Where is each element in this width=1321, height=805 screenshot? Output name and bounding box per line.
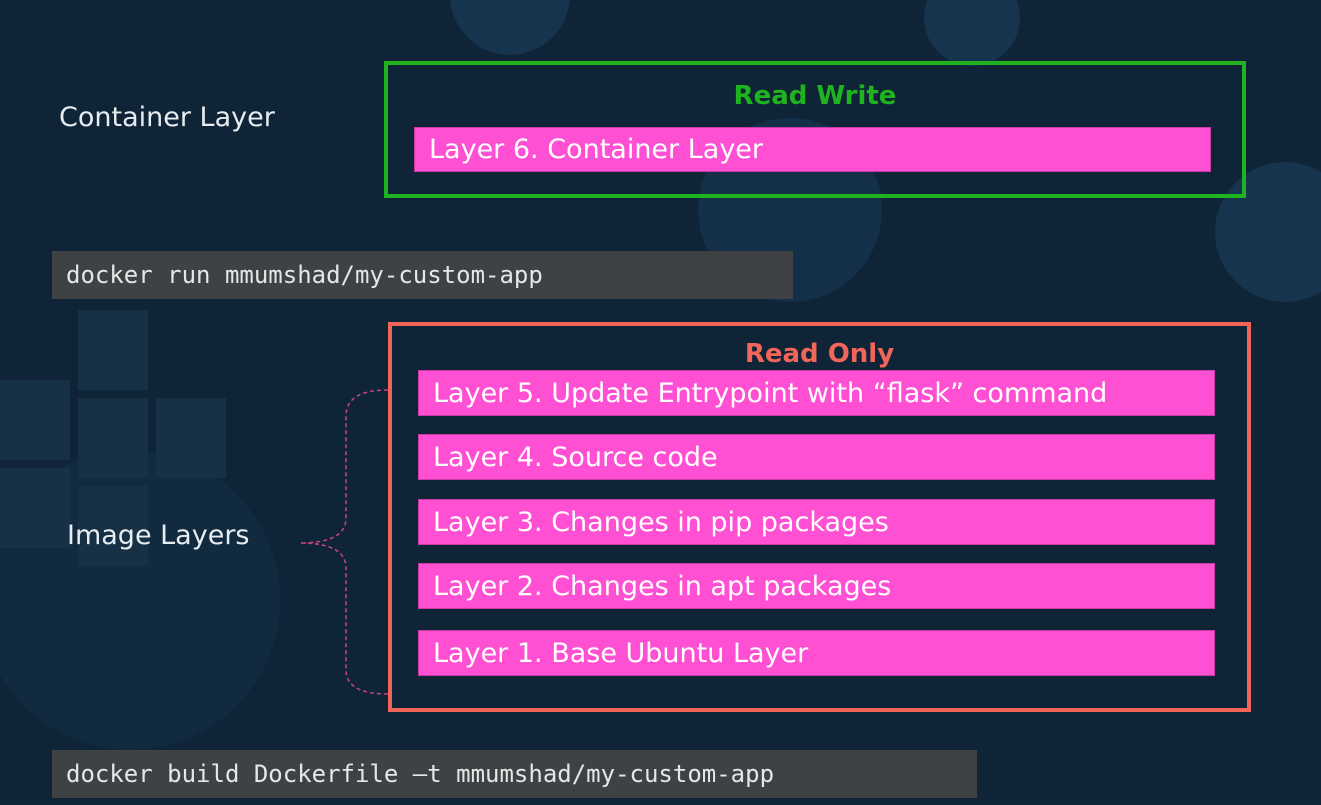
read-write-frame: Read Write Layer 6. Container Layer <box>384 61 1246 198</box>
image-layers-label: Image Layers <box>67 520 250 551</box>
layer-1-bar: Layer 1. Base Ubuntu Layer <box>418 630 1215 676</box>
docker-run-command: docker run mmumshad/my-custom-app <box>52 251 793 299</box>
image-layers-brace <box>299 389 389 695</box>
container-layer-label: Container Layer <box>59 102 275 133</box>
read-only-frame: Read Only Layer 5. Update Entrypoint wit… <box>388 322 1251 712</box>
layer-4-bar: Layer 4. Source code <box>418 434 1215 480</box>
layer-6-bar: Layer 6. Container Layer <box>414 127 1211 172</box>
read-write-title: Read Write <box>733 81 897 111</box>
layer-2-bar: Layer 2. Changes in apt packages <box>418 563 1215 609</box>
layer-5-bar: Layer 5. Update Entrypoint with “flask” … <box>418 370 1215 416</box>
read-only-title: Read Only <box>744 339 895 369</box>
layer-3-bar: Layer 3. Changes in pip packages <box>418 499 1215 545</box>
docker-build-command: docker build Dockerfile –t mmumshad/my-c… <box>52 750 977 798</box>
